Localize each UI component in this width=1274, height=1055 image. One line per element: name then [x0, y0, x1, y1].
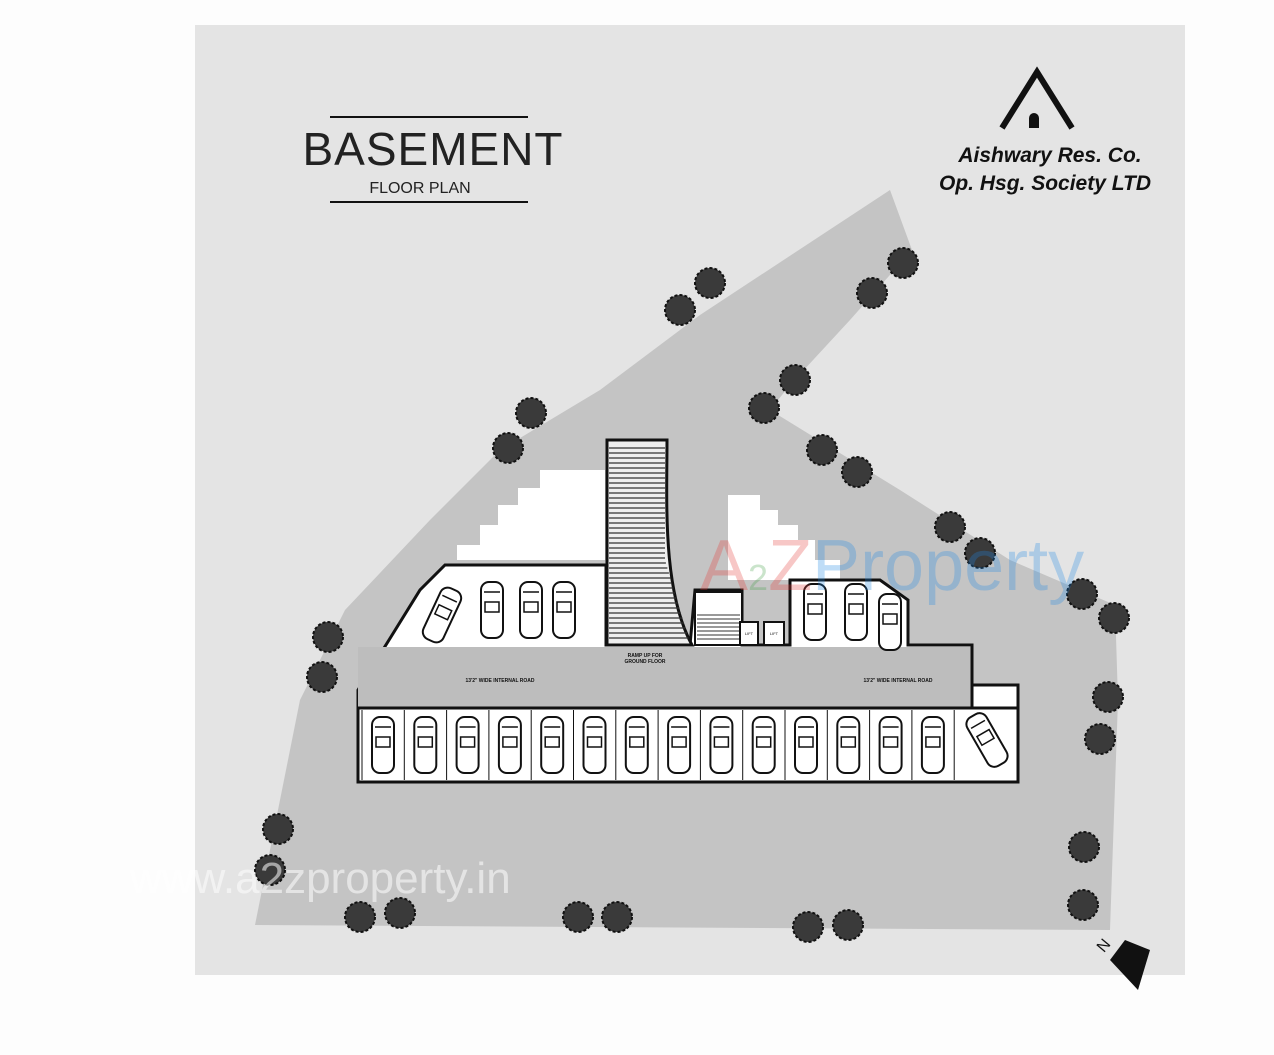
lift-1 [739, 621, 759, 646]
tree-icon [1098, 602, 1130, 634]
tree-icon [601, 901, 633, 933]
tree-icon [806, 434, 838, 466]
car-parking-space [836, 716, 861, 774]
stair-block-left [457, 470, 605, 560]
car-parking-space [709, 716, 734, 774]
car-parking-space [421, 586, 463, 644]
internal-road [358, 647, 972, 708]
tree-icon [344, 901, 376, 933]
tree-icon [492, 432, 524, 464]
tree-icon [312, 621, 344, 653]
tree-icon [384, 897, 416, 929]
ramp-label-1: RAMP UP FOR [628, 653, 663, 659]
car-parking-space [920, 716, 945, 774]
tree-icon [562, 901, 594, 933]
tree-icon [1068, 831, 1100, 863]
car-parking-space [413, 716, 438, 774]
car-parking-space [371, 716, 395, 774]
watermark-brand: A2ZProperty [700, 526, 1084, 606]
house-logo-icon [999, 66, 1075, 130]
car-parking-space [552, 581, 576, 639]
lift-2 [763, 621, 785, 646]
road-label-left: 13'2" WIDE INTERNAL ROAD [465, 678, 534, 684]
society-name-line2: Op. Hsg. Society LTD [939, 172, 1151, 195]
car-parking-space [844, 583, 868, 641]
tree-icon [694, 267, 726, 299]
tree-icon [664, 294, 696, 326]
lift-2-label: LIFT [770, 631, 779, 636]
lift-1-label: LIFT [745, 631, 754, 636]
car-parking-space [455, 716, 480, 774]
car-parking-space [582, 716, 607, 774]
car-parking-space [803, 583, 827, 641]
car-parking-space [878, 593, 902, 651]
car-parking-space [480, 581, 504, 639]
car-parking-space [794, 716, 818, 774]
car-parking-space [624, 716, 649, 774]
tree-icon [1084, 723, 1116, 755]
tree-icon [887, 247, 919, 279]
car-parking-space [751, 716, 776, 774]
stair-block-right [728, 495, 840, 580]
tree-icon [515, 397, 547, 429]
road-label-right: 13'2" WIDE INTERNAL ROAD [863, 678, 932, 684]
tree-icon [748, 392, 780, 424]
tree-icon [1067, 889, 1099, 921]
tree-icon [262, 813, 294, 845]
trees [254, 247, 1130, 943]
tree-icon [792, 911, 824, 943]
car-parking-space [878, 716, 903, 774]
tree-icon [1092, 681, 1124, 713]
tree-icon [856, 277, 888, 309]
parking-spaces [361, 581, 1009, 780]
tree-icon [779, 364, 811, 396]
title-main: BASEMENT [302, 123, 563, 175]
tree-icon [841, 456, 873, 488]
car-parking-space [497, 716, 522, 774]
car-parking-space [540, 716, 565, 774]
car-parking-space [965, 712, 1009, 768]
tree-icon [832, 909, 864, 941]
tree-icon [934, 511, 966, 543]
car-parking-space [519, 581, 543, 639]
tree-icon [1066, 578, 1098, 610]
society-name-line1: Aishwary Res. Co. [957, 144, 1141, 167]
tree-icon [254, 854, 286, 886]
watermark-url: www.a2zproperty.in [129, 854, 511, 903]
tree-icon [964, 537, 996, 569]
tree-icon [306, 661, 338, 693]
basement-structure: LIFT LIFT RAMP UP FOR GROUND FLOOR 13'2"… [356, 438, 1020, 784]
ramp-label-2: GROUND FLOOR [624, 659, 665, 665]
car-parking-space [667, 716, 692, 774]
title-sub: FLOOR PLAN [369, 180, 470, 197]
